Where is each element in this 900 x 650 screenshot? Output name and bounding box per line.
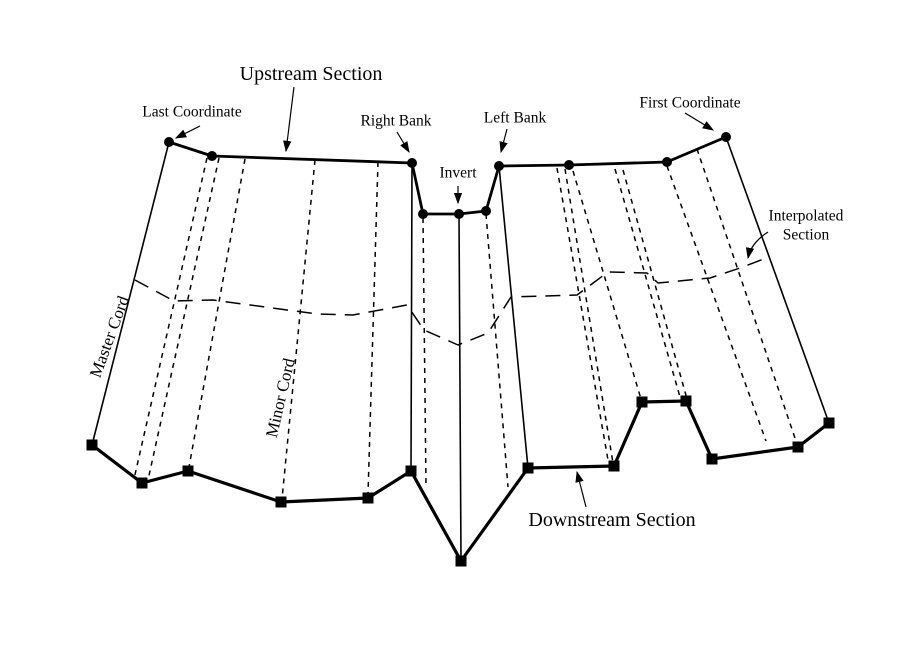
first-coordinate-arrow [684, 112, 715, 131]
interpolated-section-label-line1: Interpolated [768, 207, 844, 225]
minor-cord-line [564, 168, 614, 464]
downstream-point-marker [680, 395, 692, 407]
upstream-point-marker [454, 209, 464, 219]
downstream-point-marker [405, 465, 417, 477]
first-coordinate-label: First Coordinate [639, 94, 741, 112]
upstream-point-marker [418, 209, 428, 219]
interpolated-section-label: Interpolated Section [751, 207, 861, 244]
downstream-section-line [91, 399, 830, 563]
downstream-point-marker [522, 462, 534, 474]
downstream-point-marker [823, 417, 835, 429]
minor-cord-line [666, 165, 767, 442]
interpolated-section-label-line2: Section [782, 226, 830, 243]
upstream-section-label: Upstream Section [239, 63, 383, 85]
master-cord-line [725, 136, 830, 424]
downstream-point-marker [182, 465, 194, 477]
upstream-point-marker [494, 161, 504, 171]
minor-cord-line [696, 148, 798, 445]
minor-cord-line [614, 168, 681, 398]
upstream-point-marker [662, 157, 672, 167]
minor-cord-line [281, 159, 316, 500]
downstream-point-marker [86, 439, 98, 451]
master-cord-line [91, 141, 170, 446]
minor-cord-line [188, 158, 246, 468]
downstream-section-label: Downstream Section [528, 509, 696, 531]
minor-cord-line [572, 170, 642, 400]
downstream-point-marker [792, 441, 804, 453]
interpolated-section-arrow [745, 231, 769, 260]
minor-cord-line [133, 157, 208, 480]
downstream-point-marker [362, 492, 374, 504]
downstream-point-marker [455, 555, 467, 567]
last-coordinate-label: Last Coordinate [142, 103, 242, 121]
downstream-point-marker [608, 460, 620, 472]
right-bank-arrow [396, 131, 410, 154]
master-cord-line [498, 165, 529, 469]
downstream-point-marker [136, 477, 148, 489]
downstream-point-marker [706, 453, 718, 465]
upstream-point-marker [164, 137, 174, 147]
minor-cord-line [622, 169, 688, 400]
left-bank-arrow [499, 128, 508, 154]
downstream-point-marker [636, 396, 648, 408]
upstream-point-marker [407, 158, 417, 168]
minor-cord-line [147, 157, 220, 481]
minor-cord-line [422, 217, 427, 487]
last-coordinate-arrow [174, 125, 201, 139]
downstream-point-marker [275, 496, 287, 508]
minor-cord-line [485, 213, 509, 488]
minor-cord-line [367, 161, 379, 495]
invert-label: Invert [439, 164, 477, 182]
left-bank-label: Left Bank [483, 109, 547, 127]
upstream-point-marker [481, 206, 491, 216]
upstream-point-marker [721, 132, 731, 142]
upstream-section-arrow [283, 86, 295, 153]
upstream-point-marker [564, 160, 574, 170]
right-bank-label: Right Bank [360, 112, 432, 130]
downstream-section-arrow [575, 470, 587, 508]
master-cord-line [410, 162, 413, 472]
master-cord-line [458, 213, 462, 562]
minor-cord-line [556, 167, 609, 461]
interpolated-section-line [134, 256, 770, 346]
upstream-point-marker [207, 151, 217, 161]
upstream-section-line [168, 135, 727, 216]
